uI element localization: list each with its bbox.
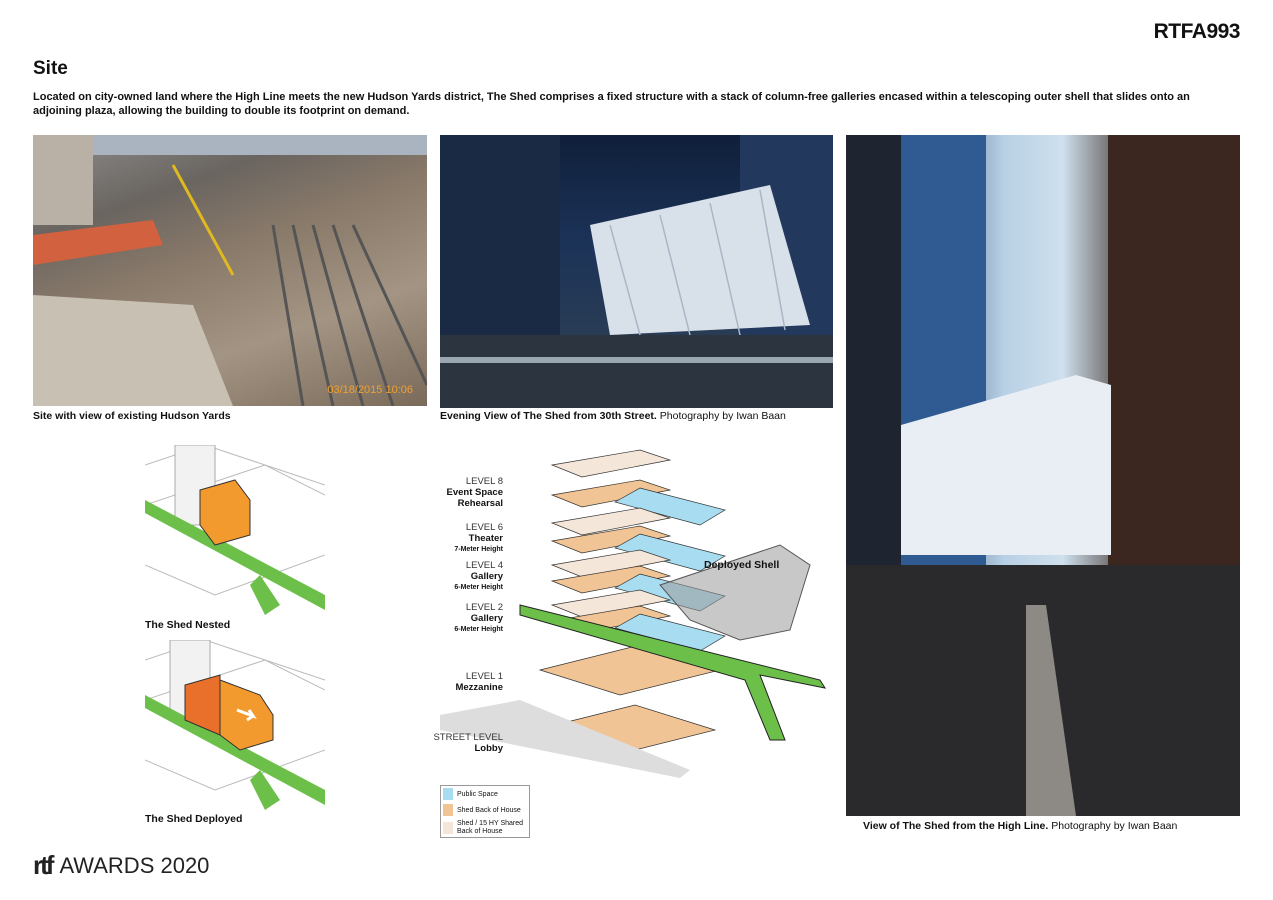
caption-site: Site with view of existing Hudson Yards [33,410,231,422]
evening-view-photo [440,135,833,408]
level-name: Mezzanine [455,682,503,693]
level-name: Gallery [470,613,503,624]
page-title: Site [33,58,68,79]
caption-high-line-view: View of The Shed from the High Line. Pho… [863,820,1177,832]
legend: Public Space Shed Back of House Shed / 1… [440,785,530,838]
high-line-view-photo [846,135,1240,816]
legend-swatch [443,822,453,834]
awards-label: AWARDS 2020 [59,852,210,878]
floor-plate [550,507,672,536]
rtf-awards-logo: rtf AWARDS 2020 [33,850,209,881]
level-sub: 6-Meter Height [454,584,503,591]
floor-plate [550,565,672,594]
floor-plate [550,449,672,478]
site-photo-hudson-yards: 03/18/2015 10:06 [33,135,427,406]
floor-plate [550,589,672,618]
caption-deployed: The Shed Deployed [145,813,243,825]
street [440,700,690,778]
photo-credit: Photography by Iwan Baan [1048,820,1178,832]
shed-deployed-diagram [145,640,325,810]
level-number: LEVEL 8 [465,476,503,487]
legend-label: Shed Back of House [457,806,521,814]
level-name: Lobby [474,743,504,754]
arrow-icon [236,708,257,722]
caption-text: Evening View of The Shed from 30th Stree… [440,410,657,422]
rtf-logo-mark: rtf [33,850,55,880]
floor-plate [550,525,672,554]
legend-item: Shed / 15 HY Shared Back of House [441,818,529,838]
level-number: LEVEL 4 [465,560,503,571]
description: Located on city-owned land where the Hig… [33,91,1190,117]
caption-nested: The Shed Nested [145,619,231,631]
public-space-plate [614,533,726,572]
photo-credit: Photography by Iwan Baan [656,410,786,422]
caption-evening-view: Evening View of The Shed from 30th Stree… [440,410,786,422]
high-line-illustration [846,135,1240,816]
level-sub: 7-Meter Height [454,546,503,553]
caption-text: View of The Shed from the High Line. [863,820,1049,832]
legend-label: Shed / 15 HY Shared Back of House [457,820,524,835]
legend-swatch [443,804,453,816]
level-number: LEVEL 2 [465,602,503,613]
public-space-plate [614,487,726,526]
level-sub: Rehearsal [457,498,503,509]
level-name: Event Space [446,487,504,498]
level-number: LEVEL 1 [465,671,503,682]
level-name: Gallery [470,571,503,582]
deployed-shell-shape [659,544,811,641]
photo-timestamp: 03/18/2015 10:06 [327,384,413,396]
floor-plate [550,479,672,508]
level-number: LEVEL 6 [465,522,503,533]
project-code: RTFA993 [1153,20,1241,43]
level-number: STREET LEVEL [433,732,503,743]
floor-plate [550,549,672,578]
shed-evening-illustration [440,135,833,408]
caption-text: Site with view of existing Hudson Yards [33,410,231,422]
legend-swatch [443,788,453,800]
legend-item: Shed Back of House [441,802,529,818]
level-name: Theater [468,533,503,544]
level-stack-diagram [440,449,827,778]
deployed-shell-label: Deployed Shell [704,559,780,571]
high-line-path [519,604,827,741]
legend-label: Public Space [457,790,498,798]
level-sub: 6-Meter Height [454,626,503,633]
rail-yard-illustration [33,135,427,406]
shed-nested-diagram [145,445,325,615]
legend-item: Public Space [441,786,529,802]
